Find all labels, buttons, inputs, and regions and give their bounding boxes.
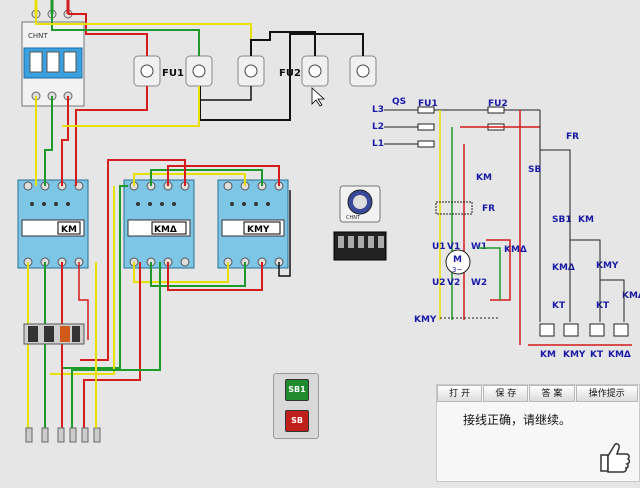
fr-control-label: FR — [566, 132, 579, 142]
mouse-cursor-icon — [311, 87, 326, 107]
kmy-contactor-label: KMY — [247, 225, 270, 235]
l1-label: L1 — [372, 139, 384, 149]
kt-aux-label-2: KT — [596, 301, 610, 311]
save-button[interactable]: 保 存 — [483, 385, 529, 402]
coil-km-delta-label: KMΔ — [608, 350, 631, 360]
fr-schematic-label: FR — [482, 204, 495, 214]
km-delta-aux-label-2: KMΔ — [622, 291, 640, 301]
coil-kt-label: KT — [590, 350, 604, 360]
l3-label: L3 — [372, 105, 384, 115]
contactor-km-delta[interactable]: KMΔ — [123, 179, 195, 269]
sb-schematic-label: SB — [528, 165, 541, 175]
km-delta-schematic-label: KMΔ — [504, 245, 527, 255]
u2-label: U2 — [432, 278, 446, 288]
breaker-brand: CHNT — [28, 32, 48, 40]
coil-km-label: KM — [540, 350, 556, 360]
main-circuit-breaker[interactable]: CHNT — [21, 9, 85, 107]
l2-label: L2 — [372, 122, 384, 132]
pushbutton-station: SB1 SB — [273, 373, 319, 439]
answer-button[interactable]: 答 案 — [529, 385, 575, 402]
km-contactor-label: KM — [61, 225, 77, 235]
fu2-schematic-label: FU2 — [488, 99, 508, 109]
contactor-screws — [30, 202, 270, 206]
schematic-diagram: L3 L2 L1 QS FU1 FU2 KM FR M 3~ U1 V1 W1 … — [372, 97, 640, 360]
start-button-sb1[interactable]: SB1 — [285, 379, 309, 401]
kmy-aux-label: KMY — [596, 261, 619, 271]
control-panel: 打 开 保 存 答 案 操作提示 接线正确，请继续。 — [436, 384, 640, 482]
fuse-fu2-group[interactable] — [301, 55, 377, 87]
thermal-overload-relay[interactable] — [23, 323, 85, 345]
qs-label: QS — [392, 97, 406, 107]
motor-terminal-block[interactable] — [25, 427, 101, 443]
toolbar: 打 开 保 存 答 案 操作提示 — [437, 385, 639, 403]
motor-label: M — [453, 255, 462, 265]
kmy-schematic-label: KMY — [414, 315, 437, 325]
u1-label: U1 — [432, 242, 446, 252]
fuse-fu1-label: FU1 — [162, 68, 184, 79]
open-button[interactable]: 打 开 — [437, 385, 483, 402]
time-relay-brand: CHNT — [346, 215, 361, 221]
status-message: 接线正确，请继续。 — [463, 413, 572, 427]
stop-button-sb[interactable]: SB — [285, 410, 309, 432]
help-button[interactable]: 操作提示 — [575, 385, 639, 402]
fu1-schematic-label: FU1 — [418, 99, 438, 109]
km-delta-contactor-label: KMΔ — [154, 225, 177, 235]
motor-sub-label: 3~ — [452, 266, 462, 274]
fuse-fu1-group[interactable] — [133, 55, 265, 87]
km-schematic-label: KM — [476, 173, 492, 183]
km-aux-label: KM — [578, 215, 594, 225]
sb1-schematic-label: SB1 — [552, 215, 572, 225]
w1-label: W1 — [471, 242, 487, 252]
contactor-kmy[interactable]: KMY — [217, 179, 289, 269]
contactor-km[interactable]: KM — [17, 179, 89, 269]
coil-kmy-label: KMY — [563, 350, 586, 360]
km-delta-aux-label: KMΔ — [552, 263, 575, 273]
v1-label: V1 — [447, 242, 460, 252]
thumbs-up-icon — [600, 443, 631, 473]
time-relay-kt[interactable]: CHNT — [333, 185, 387, 261]
w2-label: W2 — [471, 278, 487, 288]
kt-aux-label: KT — [552, 301, 566, 311]
v2-label: V2 — [447, 278, 460, 288]
